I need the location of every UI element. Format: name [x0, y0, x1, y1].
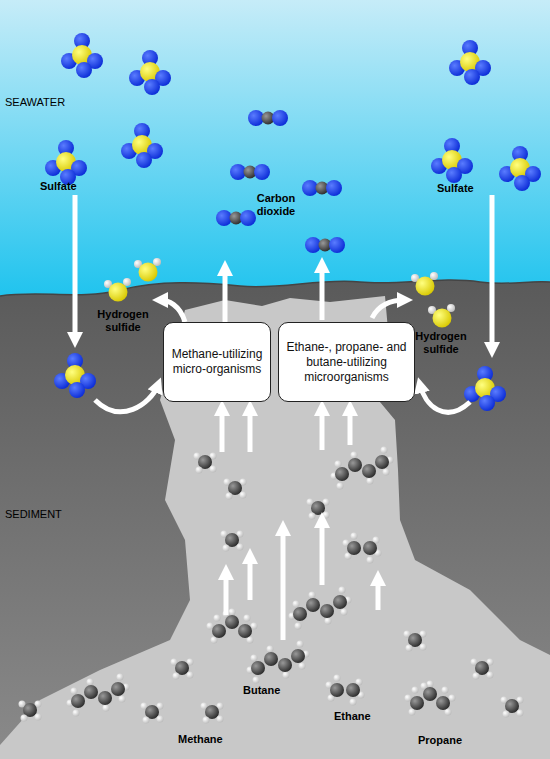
- diagram-label: Ethane: [334, 710, 394, 723]
- diagram-label: Methane: [178, 733, 238, 746]
- flow-arrows: [75, 195, 492, 640]
- box-text: Ethane-, propane- and butane-utilizing m…: [285, 340, 408, 385]
- diagram-label: SEAWATER: [5, 96, 95, 109]
- hydrocarbon-molecules: [19, 447, 524, 724]
- h2s-molecules: [104, 258, 455, 328]
- diagram-label: SEDIMENT: [5, 508, 95, 521]
- diagram-label: Carbon dioxide: [236, 192, 316, 218]
- diagram-label: Hydrogen sulfide: [410, 330, 472, 356]
- diagram-label: Hydrogen sulfide: [92, 308, 154, 334]
- sulfate-molecules: [45, 33, 541, 411]
- organism-box: Methane-utilizing micro-organisms: [163, 322, 271, 402]
- box-text: Methane-utilizing micro-organisms: [170, 347, 264, 377]
- diagram-label: Sulfate: [437, 182, 507, 195]
- diagram-label: Propane: [418, 734, 478, 747]
- diagram-label: Sulfate: [40, 180, 110, 193]
- organism-box: Ethane-, propane- and butane-utilizing m…: [278, 322, 415, 402]
- diagram-label: Butane: [243, 684, 303, 697]
- co2-molecules: [216, 110, 345, 253]
